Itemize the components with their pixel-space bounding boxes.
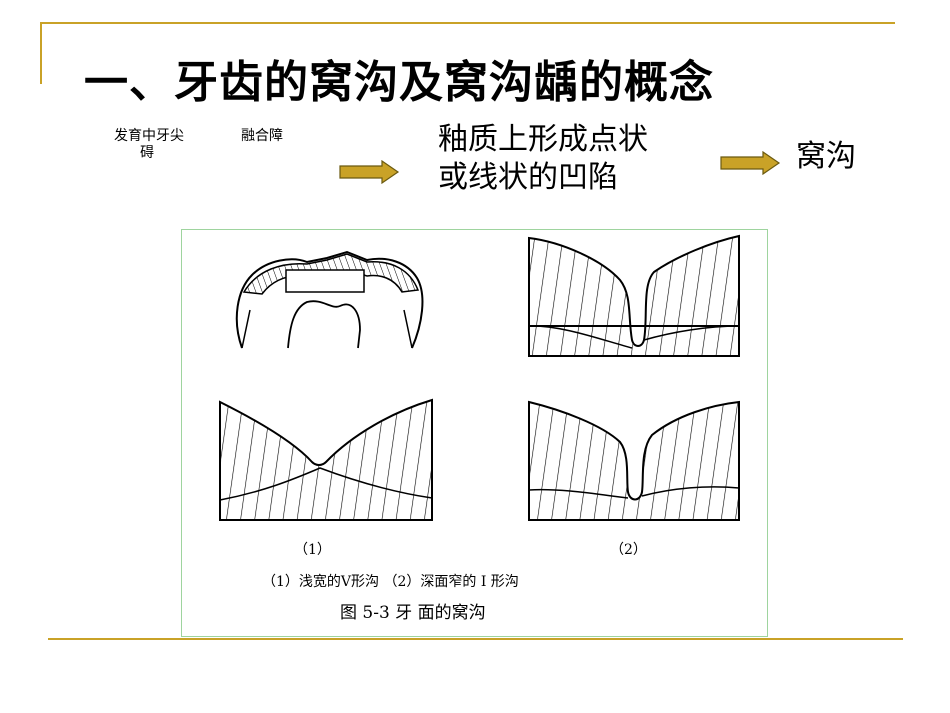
left-accent-bar	[40, 22, 42, 84]
figure-caption-types: （1）浅宽的V形沟 （2）深面窄的 I 形沟	[262, 571, 519, 591]
bottom-divider-line	[48, 638, 903, 640]
top-divider-line	[40, 22, 895, 24]
result-label: 窝沟	[796, 138, 856, 176]
figure-caption-title: 图 5-3 牙 面的窝沟	[340, 598, 486, 623]
fissure-figure: （1） （2） （1）浅宽的V形沟 （2）深面窄的 I 形沟 图 5-3 牙 面…	[181, 229, 768, 637]
arrow-right-icon	[338, 160, 400, 184]
v-fissure-diagram	[220, 400, 432, 520]
tooth-crown-diagram	[237, 252, 423, 348]
label-1: （1）	[294, 539, 331, 559]
label-2: （2）	[610, 539, 647, 559]
cause-1-line2: 碍	[114, 145, 184, 162]
cause-2: 融合障	[241, 128, 283, 145]
fissure-illustration	[182, 230, 767, 530]
i-fissure-bottom	[529, 402, 739, 520]
description: 釉质上形成点状 或线状的凹陷	[438, 121, 648, 197]
i-fissure-top	[529, 236, 739, 356]
cause-1: 发育中牙尖 碍	[114, 128, 184, 162]
slide-title: 一、牙齿的窝沟及窝沟龋的概念	[84, 46, 714, 110]
cause-1-line1: 发育中牙尖	[114, 128, 184, 145]
arrow-right-icon-2	[719, 151, 781, 175]
description-line1: 釉质上形成点状	[438, 121, 648, 159]
description-line2: 或线状的凹陷	[438, 159, 648, 197]
